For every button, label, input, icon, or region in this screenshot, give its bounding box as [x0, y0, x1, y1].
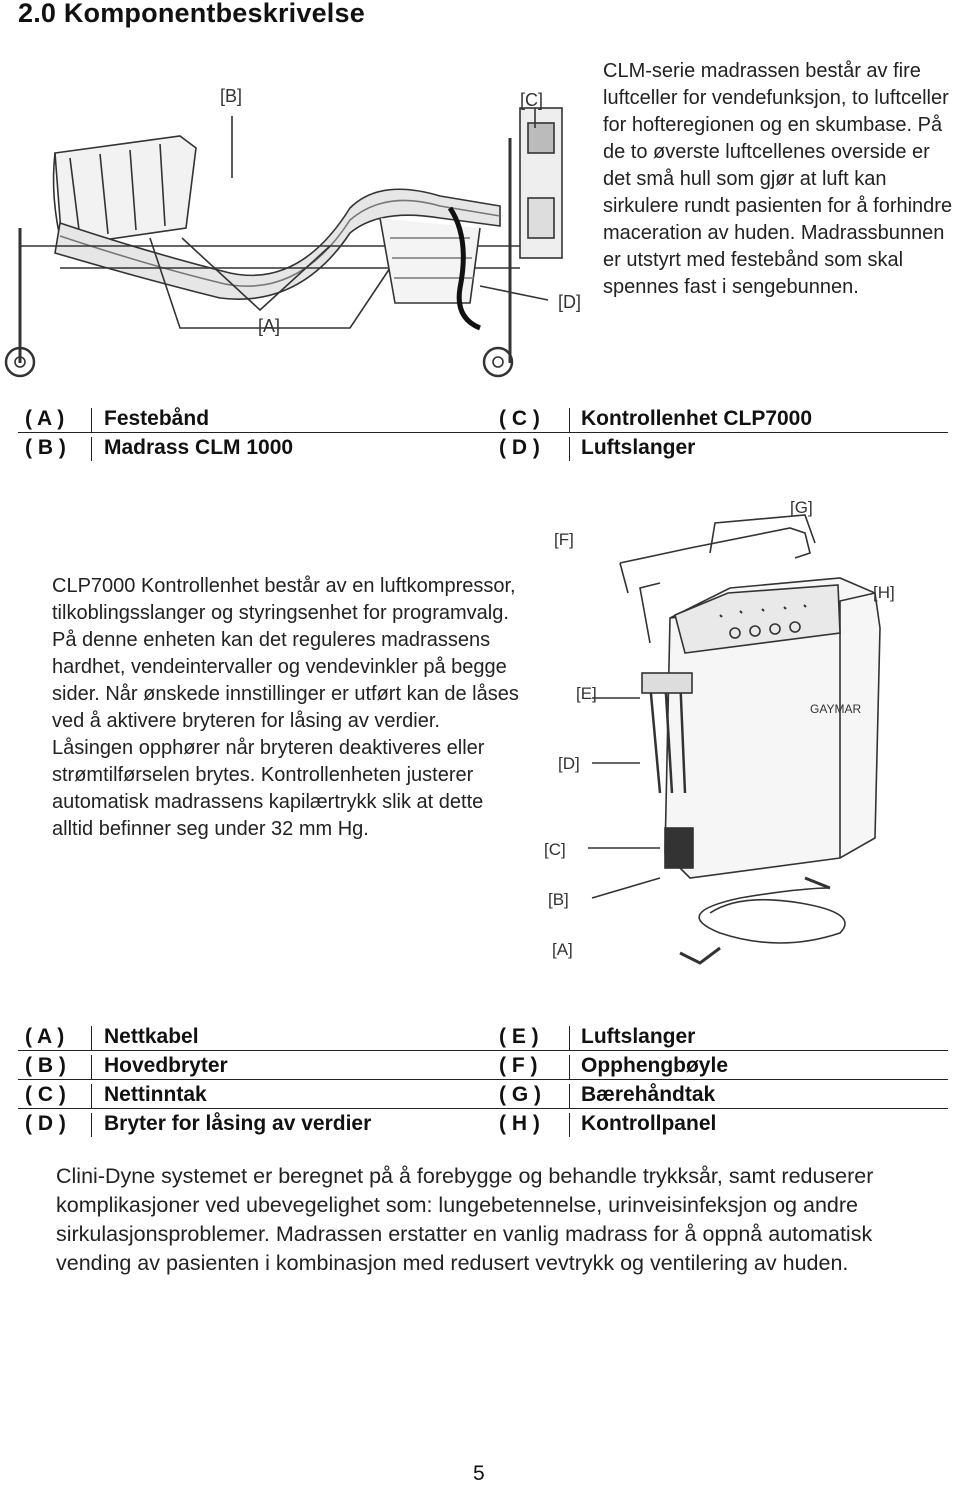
legend-table-2: ( A ) Nettkabel ( E ) Luftslanger ( B ) …: [18, 1022, 948, 1137]
legend-row: ( D ) Bryter for låsing av verdier ( H )…: [18, 1109, 948, 1137]
legend-value: Hovedbryter: [104, 1054, 228, 1077]
brand-text: GAYMAR: [810, 702, 861, 716]
legend-key: ( C ): [25, 1083, 66, 1106]
legend-key: ( A ): [25, 407, 65, 430]
page-number: 5: [473, 1462, 485, 1485]
legend-key: ( C ): [499, 407, 540, 430]
legend-table-1: ( A ) Festebånd ( C ) Kontrollenhet CLP7…: [18, 404, 948, 461]
legend-key: ( A ): [25, 1025, 65, 1048]
legend-key: ( D ): [25, 1112, 66, 1135]
legend-value: Opphengbøyle: [581, 1054, 728, 1077]
label-c: [C]: [520, 90, 543, 110]
summary-paragraph: Clini-Dyne systemet er beregnet på å for…: [56, 1164, 874, 1275]
page-title: 2.0 Komponentbeskrivelse: [18, 0, 365, 28]
legend-key: ( B ): [25, 436, 66, 459]
control-unit-illustration: GAYMAR [F] [G] [H] [E] [D] [C] [B] [A]: [544, 498, 895, 965]
legend-value: Luftslanger: [581, 1025, 696, 1048]
label-f: [F]: [554, 530, 574, 549]
legend-value: Nettinntak: [104, 1083, 207, 1106]
legend-row: ( B ) Hovedbryter ( F ) Opphengbøyle: [18, 1051, 948, 1080]
intro-paragraph: CLM-serie madrassen består av fire luftc…: [603, 60, 953, 298]
legend-value: Luftslanger: [581, 436, 696, 459]
label-c: [C]: [544, 840, 566, 859]
label-a: [A]: [552, 940, 573, 959]
legend-row: ( B ) Madrass CLM 1000 ( D ) Luftslanger: [18, 433, 948, 461]
control-unit-paragraph: CLP7000 Kontrollenhet består av en luftk…: [52, 575, 519, 840]
label-d: [D]: [558, 754, 580, 773]
legend-key: ( F ): [499, 1054, 538, 1077]
legend-value: Festebånd: [104, 407, 210, 430]
legend-key: ( H ): [499, 1112, 540, 1135]
legend-value: Kontrollpanel: [581, 1112, 717, 1135]
legend-row: ( A ) Nettkabel ( E ) Luftslanger: [18, 1022, 948, 1051]
label-d: [D]: [558, 292, 581, 312]
legend-row: ( A ) Festebånd ( C ) Kontrollenhet CLP7…: [18, 404, 948, 433]
legend-key: ( E ): [499, 1025, 539, 1048]
label-a: [A]: [258, 316, 280, 336]
legend-value: Bryter for låsing av verdier: [104, 1112, 372, 1135]
legend-key: ( B ): [25, 1054, 66, 1077]
label-h: [H]: [873, 583, 895, 602]
label-b: [B]: [220, 86, 242, 106]
bed-illustration: [B] [C] [A] [D]: [4, 86, 581, 378]
legend-key: ( D ): [499, 436, 540, 459]
legend-value: Kontrollenhet CLP7000: [581, 407, 813, 430]
label-b: [B]: [548, 890, 569, 909]
legend-key: ( G ): [499, 1083, 541, 1106]
legend-value: Madrass CLM 1000: [104, 436, 294, 459]
label-e: [E]: [576, 684, 597, 703]
legend-value: Bærehåndtak: [581, 1083, 716, 1106]
legend-value: Nettkabel: [104, 1025, 199, 1048]
legend-row: ( C ) Nettinntak ( G ) Bærehåndtak: [18, 1080, 948, 1109]
label-g: [G]: [790, 498, 813, 517]
